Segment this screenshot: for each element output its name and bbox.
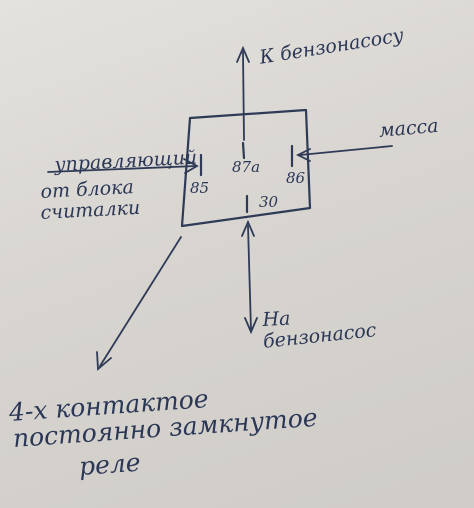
caption-pointer-line (99, 236, 182, 367)
arrow-up-line (242, 51, 245, 141)
arrow-down-bottom-head (244, 317, 258, 335)
pin-86-label: 86 (286, 169, 306, 187)
ground-line (299, 145, 393, 156)
relay-box (180, 108, 312, 228)
pin-30-label: 30 (259, 193, 279, 211)
pin-85-label: 85 (190, 179, 210, 197)
pin-87a-label: 87а (232, 158, 261, 176)
control-line (47, 165, 197, 173)
ground-arrow-head (295, 148, 311, 162)
pin-87a-contact (241, 141, 246, 160)
arrow-up-head (236, 45, 250, 63)
arrow-down-line (247, 225, 252, 331)
caption-line3: реле (78, 447, 142, 481)
arrow-down-top-head (241, 219, 255, 237)
caption-pointer-head (96, 351, 112, 371)
control-arrow-head (183, 158, 199, 174)
